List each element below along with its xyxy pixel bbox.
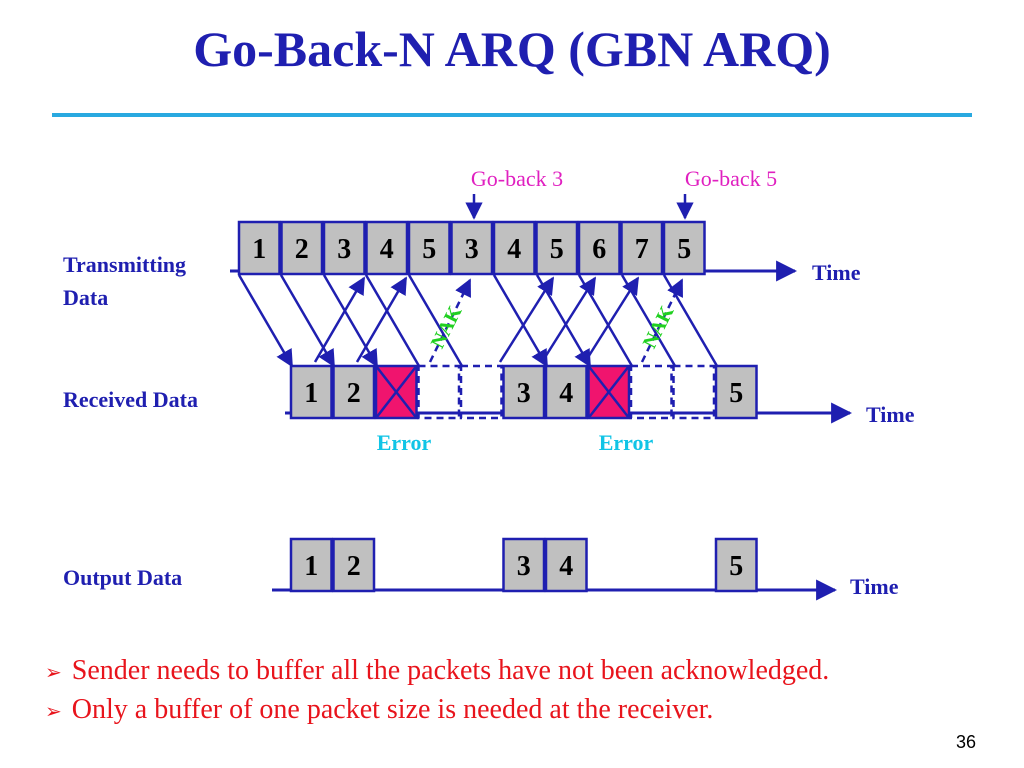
transmitted-packet-box bbox=[577, 220, 621, 276]
nak-label-1: NAK bbox=[427, 302, 467, 352]
received-packet-number: 1 bbox=[304, 378, 318, 409]
page-number: 36 bbox=[955, 732, 976, 752]
output-packet-box bbox=[332, 537, 376, 593]
received-packet-box bbox=[714, 364, 758, 420]
transmitting-label-line1: Transmitting bbox=[63, 252, 186, 277]
arrow-packet-5 bbox=[407, 274, 464, 367]
transmitted-packet-number: 7 bbox=[635, 234, 649, 265]
transmission-arrows bbox=[237, 274, 719, 368]
transmitted-packet-box bbox=[365, 220, 409, 276]
title-underline bbox=[52, 113, 972, 117]
arrow-bullet-icon: ➢ bbox=[45, 699, 62, 723]
arrow-packet-4 bbox=[364, 274, 421, 367]
transmitted-packet-number: 5 bbox=[550, 234, 564, 265]
output-label: Output Data bbox=[63, 565, 182, 590]
output-packet-number: 3 bbox=[517, 551, 531, 582]
received-packet-number: 5 bbox=[729, 378, 743, 409]
nak-arrow-1 bbox=[428, 278, 472, 363]
error-cross-line bbox=[587, 365, 630, 419]
transmitted-packet-box bbox=[662, 220, 706, 276]
error-cross-line bbox=[375, 365, 418, 419]
transmitted-packet-box bbox=[322, 220, 366, 276]
output-packet-number: 5 bbox=[729, 551, 743, 582]
transmitted-packet-box bbox=[450, 220, 494, 276]
arrow-packet-3 bbox=[322, 274, 379, 368]
nak-label-2: NAK bbox=[639, 302, 679, 352]
error-label-2: Error bbox=[599, 430, 654, 455]
transmitted-packet-number: 1 bbox=[252, 234, 266, 265]
transmitted-packet-number: 4 bbox=[507, 234, 521, 265]
output-packet-number: 4 bbox=[559, 551, 573, 582]
transmit-time-label: Time bbox=[812, 260, 861, 285]
ack-return-5 bbox=[355, 276, 408, 363]
slide-title: Go-Back-N ARQ (GBN ARQ) bbox=[193, 21, 831, 77]
output-time-label: Time bbox=[850, 574, 899, 599]
arrow-packet-1 bbox=[237, 274, 294, 368]
ack-return-2 bbox=[540, 276, 597, 363]
nak-arrows bbox=[428, 278, 684, 363]
received-packet-box bbox=[332, 364, 376, 420]
empty-slot bbox=[417, 364, 461, 420]
go-back-3-label: Go-back 3 bbox=[471, 166, 563, 191]
empty-slot bbox=[629, 364, 673, 420]
transmitted-packet-box bbox=[280, 220, 324, 276]
arrow-packet-3-resend bbox=[492, 274, 549, 368]
output-packet-box bbox=[502, 537, 546, 593]
receive-time-label: Time bbox=[866, 402, 915, 427]
empty-slot bbox=[672, 364, 716, 420]
error-label-1: Error bbox=[377, 430, 432, 455]
output-packet-number: 2 bbox=[347, 551, 361, 582]
ack-return-4 bbox=[313, 276, 366, 363]
arrow-bullet-icon: ➢ bbox=[45, 660, 62, 684]
ack-return-3 bbox=[583, 276, 640, 363]
output-packet-box bbox=[714, 537, 758, 593]
transmitted-packet-number: 5 bbox=[422, 234, 436, 265]
received-packet-box bbox=[544, 364, 588, 420]
bullet-item: ➢ Only a buffer of one packet size is nee… bbox=[45, 691, 829, 730]
transmitted-packet-box bbox=[620, 220, 664, 276]
transmitted-packet-box bbox=[492, 220, 536, 276]
received-packet-number: 4 bbox=[559, 378, 573, 409]
transmitted-packet-box bbox=[535, 220, 579, 276]
bullet-text: Sender needs to buffer all the packets h… bbox=[71, 655, 830, 686]
received-packet-box bbox=[502, 364, 546, 420]
go-back-5-label: Go-back 5 bbox=[685, 166, 777, 191]
nak-arrow-2 bbox=[640, 278, 684, 363]
arrow-packet-2 bbox=[279, 274, 336, 368]
transmitted-packet-box bbox=[407, 220, 451, 276]
bullet-list: ➢ Sender needs to buffer all the packets … bbox=[45, 652, 829, 730]
output-packet-box bbox=[544, 537, 588, 593]
empty-slot bbox=[459, 364, 503, 420]
received-packet-number: 2 bbox=[347, 378, 361, 409]
transmitting-label-line2: Data bbox=[63, 285, 108, 310]
received-packet-number: 3 bbox=[517, 378, 531, 409]
transmitted-packet-number: 3 bbox=[337, 234, 351, 265]
transmitted-packet-number: 4 bbox=[380, 234, 394, 265]
transmitted-packet-number: 3 bbox=[465, 234, 479, 265]
transmitted-packet-number: 6 bbox=[592, 234, 606, 265]
output-packet-number: 1 bbox=[304, 551, 318, 582]
output-packet-box bbox=[289, 537, 333, 593]
received-packet-box bbox=[289, 364, 333, 420]
bullet-item: ➢ Sender needs to buffer all the packets … bbox=[45, 652, 829, 691]
received-label: Received Data bbox=[63, 387, 198, 412]
transmitted-packet-number: 2 bbox=[295, 234, 309, 265]
transmitted-packet-number: 5 bbox=[677, 234, 691, 265]
ack-return-1 bbox=[498, 276, 555, 363]
bullet-text: Only a buffer of one packet size is need… bbox=[71, 694, 714, 725]
transmitted-packet-box bbox=[237, 220, 281, 276]
